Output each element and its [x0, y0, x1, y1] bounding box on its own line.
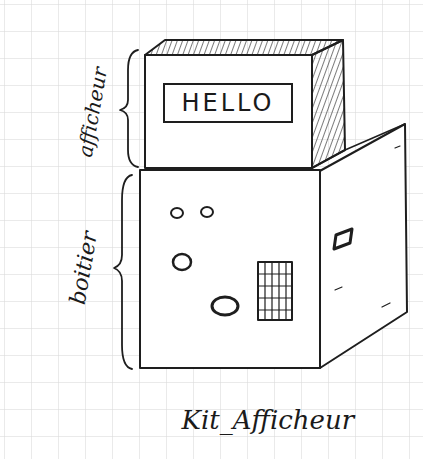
knob: [173, 254, 191, 270]
caption: Kit_Afficheur: [182, 407, 355, 433]
display-text: HELLO: [182, 91, 275, 115]
display-top-face: [145, 40, 343, 55]
grille: [258, 262, 292, 320]
button: [171, 208, 183, 218]
display-housing: [145, 55, 312, 168]
sketch-marks: [335, 146, 400, 307]
display-side-face: [312, 40, 345, 168]
display-screen: HELLO: [163, 83, 293, 123]
case-side-face: [318, 124, 407, 368]
bracket: [120, 50, 138, 167]
button: [201, 207, 213, 217]
part-label: afficheur: [74, 66, 109, 159]
case-top-edge: [312, 124, 405, 168]
bracket: [114, 175, 132, 369]
knob: [212, 297, 238, 315]
side-port: [334, 229, 352, 249]
part-label: boitier: [67, 230, 101, 306]
case-front: [140, 170, 320, 368]
grille-lines: [258, 262, 292, 320]
